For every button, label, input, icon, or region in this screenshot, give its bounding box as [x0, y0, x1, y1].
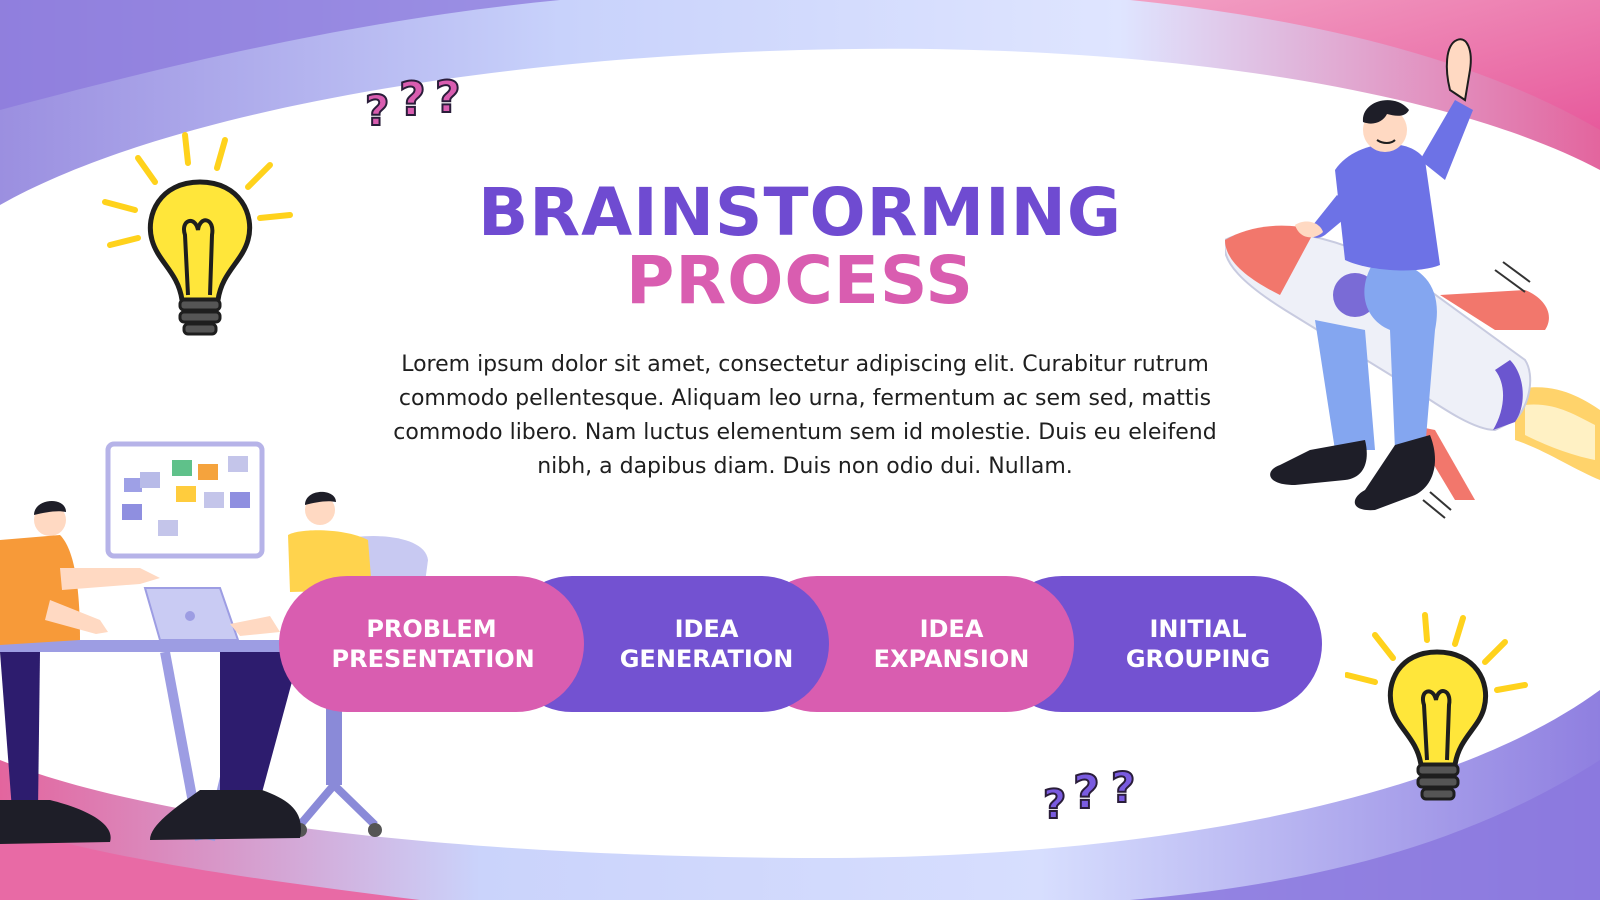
- svg-text:?: ?: [365, 86, 389, 135]
- slide-body-text: Lorem ipsum dolor sit amet, consectetur …: [393, 352, 1217, 479]
- svg-text:?: ?: [1073, 765, 1100, 819]
- svg-text:?: ?: [1111, 763, 1135, 812]
- step-problem-presentation: PROBLEM PRESENTATION: [279, 576, 584, 712]
- rocket-rider-illustration: [1225, 38, 1600, 519]
- step-label: IDEA EXPANSION: [873, 615, 1030, 673]
- step-label: PROBLEM PRESENTATION: [331, 615, 535, 673]
- title-line-2: PROCESS: [626, 242, 974, 319]
- light-bulb-icon: [102, 132, 293, 336]
- question-marks-icon: ? ? ?: [1043, 762, 1136, 829]
- svg-text:?: ?: [1043, 782, 1066, 828]
- svg-text:?: ?: [399, 72, 426, 126]
- step-label: INITIAL GROUPING: [1125, 615, 1271, 673]
- light-bulb-icon: [1345, 612, 1528, 801]
- step-label: IDEA GENERATION: [619, 615, 794, 673]
- title-line-1: BRAINSTORMING: [477, 174, 1123, 251]
- whiteboard-icon: [105, 441, 265, 559]
- question-marks-icon: ? ? ?: [365, 71, 462, 136]
- svg-text:?: ?: [435, 72, 461, 123]
- slide-title: BRAINSTORMING PROCESS: [450, 180, 1150, 314]
- process-steps: PROBLEM PRESENTATION IDEA GENERATION IDE…: [279, 576, 1322, 712]
